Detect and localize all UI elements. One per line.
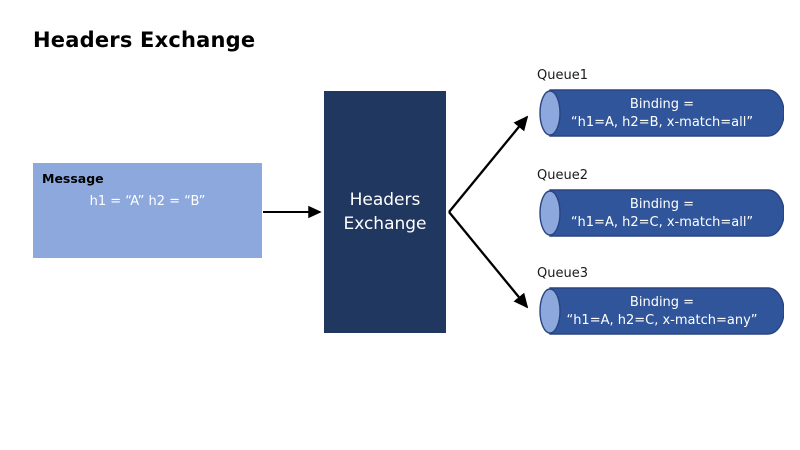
- page-title: Headers Exchange: [33, 28, 256, 52]
- headers-exchange-box: Headers Exchange: [324, 91, 446, 333]
- arrow-exchange-to-queue3: [448, 211, 529, 309]
- queue-node-2: Queue2 Binding = “h1=A, h2=C, x-match=al…: [532, 168, 784, 237]
- queue-cylinder-1: [539, 89, 784, 137]
- message-box: Message h1 = “A” h2 = “B”: [33, 163, 262, 258]
- message-headers-text: h1 = “A” h2 = “B”: [89, 194, 206, 209]
- queue-label-1: Queue1: [537, 68, 588, 83]
- queue-node-1: Queue1 Binding = “h1=A, h2=B, x-match=al…: [532, 68, 784, 137]
- queue-cylinder-2: [539, 189, 784, 237]
- queue-label-3: Queue3: [537, 266, 588, 281]
- queue-cylinder-3: [539, 287, 784, 335]
- queue-label-2: Queue2: [537, 168, 588, 183]
- headers-exchange-label: Headers Exchange: [343, 190, 427, 234]
- queue-node-3: Queue3 Binding = “h1=A, h2=C, x-match=an…: [532, 266, 784, 335]
- message-box-title: Message: [42, 171, 104, 186]
- arrow-exchange-to-queue1: [448, 115, 529, 213]
